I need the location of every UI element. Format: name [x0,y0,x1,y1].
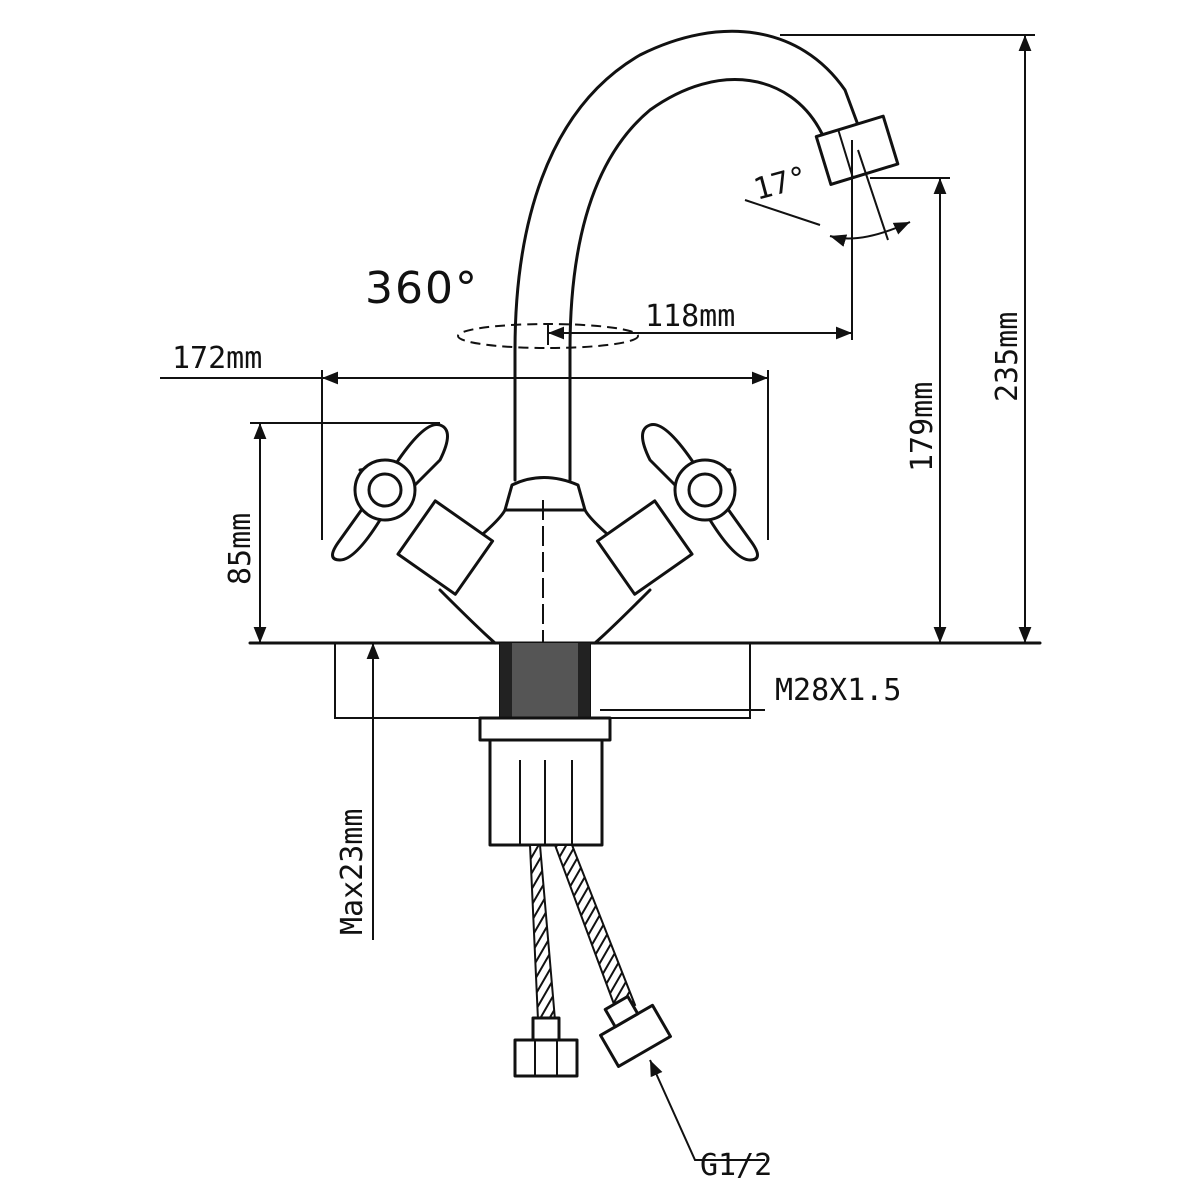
max-thickness-label: Max23mm [335,809,370,935]
mounting-nut [478,716,612,847]
handle-height-label: 85mm [223,513,258,585]
left-handle [331,423,495,596]
hose-nut-right [599,994,672,1068]
aerator [814,114,900,186]
hose-connection-label: G1/2 [700,1148,772,1183]
dimensions [160,34,1035,1161]
faucet-body [438,500,652,645]
spout [503,29,900,512]
aerator-angle-label: 17° [750,160,811,208]
rotation-label: 360° [365,263,479,314]
spout-reach-label: 118mm [645,299,735,334]
hoses [513,844,672,1078]
thread-label: M28X1.5 [775,673,901,708]
countertop [248,641,1042,719]
spout-height-label: 179mm [905,382,940,472]
hose-nut-left [513,1016,579,1078]
right-handle [595,423,759,596]
handle-span-label: 172mm [172,341,262,376]
total-height-label: 235mm [990,312,1025,402]
